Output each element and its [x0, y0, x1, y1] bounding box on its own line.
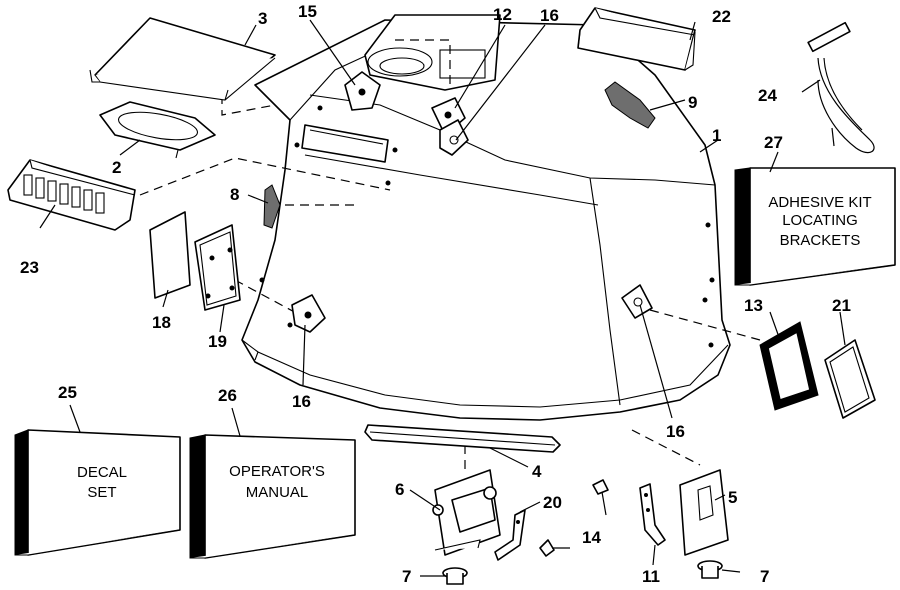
- part-22-vent-box: [577, 7, 696, 71]
- callout-19: 19: [208, 332, 227, 351]
- callout-25: 25: [58, 383, 77, 402]
- callout-8: 8: [230, 185, 239, 204]
- callout-23: 23: [20, 258, 39, 277]
- callout-26: 26: [218, 386, 237, 405]
- callout-16-right: 16: [666, 422, 685, 441]
- callout-21: 21: [832, 296, 851, 315]
- adhesive-text-3: BRACKETS: [780, 232, 861, 249]
- part-16-bracket-top: [439, 119, 469, 156]
- callout-18: 18: [152, 313, 171, 332]
- adhesive-kit-box: ADHESIVE KIT LOCATING BRACKETS: [734, 167, 896, 286]
- part-4-seal-strip: [364, 424, 561, 453]
- callout-5: 5: [728, 488, 737, 507]
- part-23-vent-grill: [7, 159, 136, 231]
- callout-2: 2: [112, 158, 121, 177]
- callout-22: 22: [712, 7, 731, 26]
- decal-text-1: DECAL: [77, 464, 127, 481]
- manual-text-2: MANUAL: [246, 484, 309, 501]
- part-8-seal: [263, 184, 281, 229]
- callout-14: 14: [582, 528, 601, 547]
- decal-set-box: DECAL SET: [14, 429, 181, 556]
- callout-6: 6: [395, 480, 404, 499]
- part-24-harness: [807, 21, 875, 154]
- manual-text-1: OPERATOR'S: [229, 463, 325, 480]
- callout-20: 20: [543, 493, 562, 512]
- part-12-bracket: [431, 97, 466, 136]
- assembly-dash-lines: [139, 39, 761, 470]
- callout-24: 24: [758, 86, 777, 105]
- callout-4: 4: [532, 462, 542, 481]
- decal-text-2: SET: [87, 484, 116, 501]
- operators-manual-box: OPERATOR'S MANUAL: [189, 434, 356, 559]
- part-3-top-cover: [89, 17, 276, 101]
- callout-3: 3: [258, 9, 267, 28]
- callout-9: 9: [688, 93, 697, 112]
- callout-16-left: 16: [292, 392, 311, 411]
- callout-27: 27: [764, 133, 783, 152]
- callout-numbers: 1 2 3 4 5 6 7 7 8 9 11 12 13 14 15 16 16…: [20, 2, 851, 586]
- part-7-grommet-left: [442, 567, 468, 585]
- part-5-latch-plate: [679, 469, 729, 556]
- adhesive-text-1: ADHESIVE KIT: [768, 194, 871, 211]
- part-19-plate: [194, 224, 241, 311]
- callout-7-left: 7: [402, 567, 411, 586]
- part-11-bracket: [639, 483, 666, 546]
- callout-7-right: 7: [760, 567, 769, 586]
- callout-13: 13: [744, 296, 763, 315]
- callout-16-top: 16: [540, 6, 559, 25]
- leader-lines: [39, 19, 846, 577]
- part-2-gasket: [99, 101, 216, 159]
- part-21-plate: [824, 339, 876, 419]
- part-6-latch: [432, 469, 501, 556]
- callout-15: 15: [298, 2, 317, 21]
- part-16-bracket-right: [621, 284, 653, 319]
- part-13-frame: [759, 321, 819, 411]
- part-18-gasket: [149, 211, 191, 299]
- callout-1: 1: [712, 126, 721, 145]
- part-15-bracket: [344, 71, 381, 111]
- part-16-bracket-left: [291, 294, 326, 333]
- callout-11: 11: [642, 567, 660, 586]
- part-9-seal: [604, 81, 656, 129]
- part-14-screws: [539, 479, 609, 557]
- engine-cover: [241, 14, 731, 421]
- part-7-grommet-right: [697, 560, 723, 579]
- callout-12: 12: [493, 5, 512, 24]
- adhesive-text-2: LOCATING: [782, 212, 858, 229]
